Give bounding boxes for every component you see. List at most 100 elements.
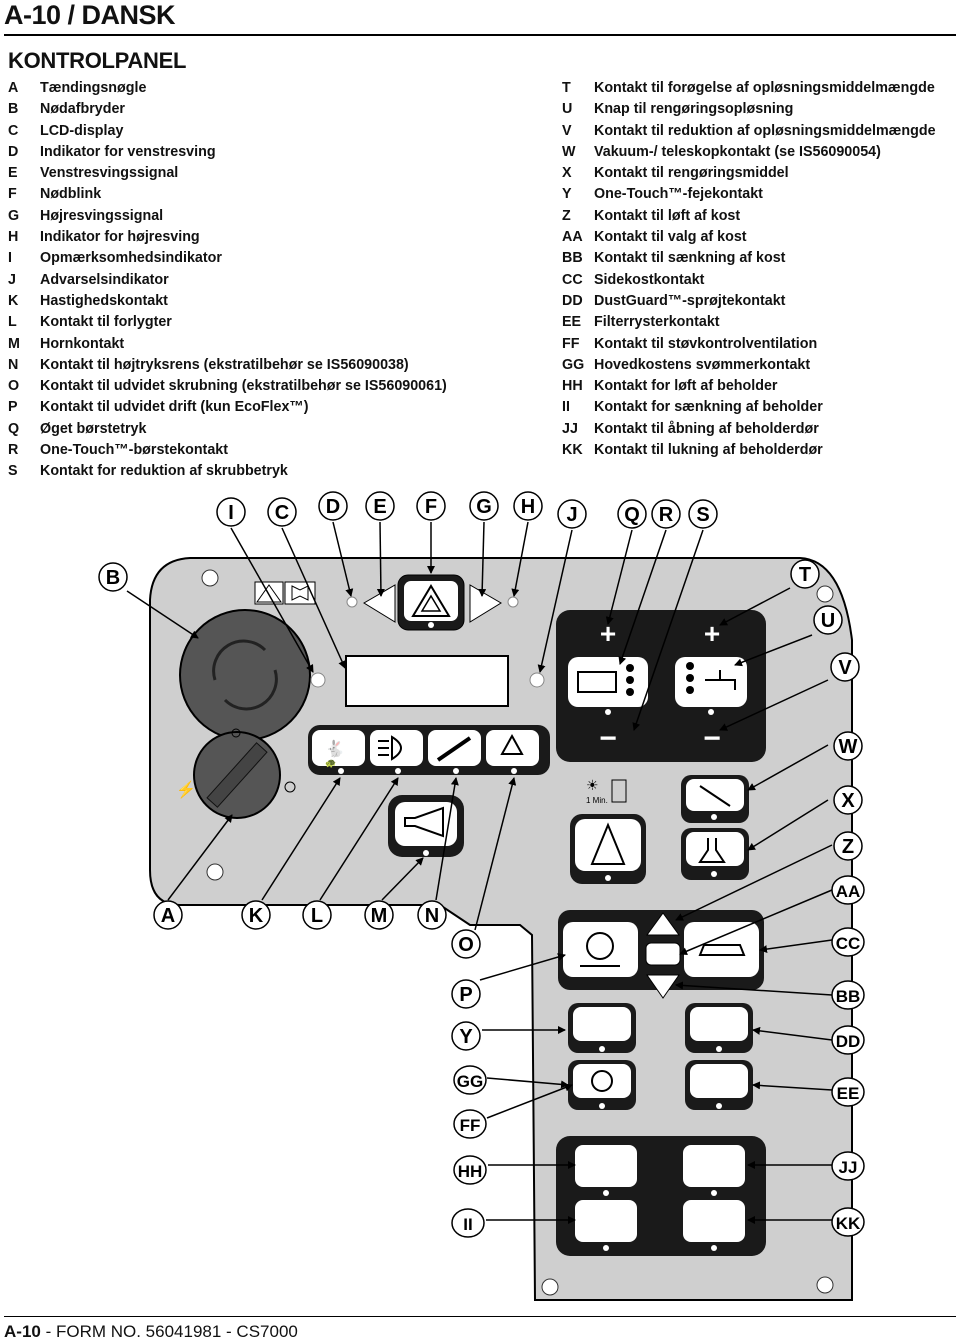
legend-item: O Kontakt til udvidet skrubning (ekstrati… [8, 376, 447, 397]
callout-circle [831, 875, 865, 905]
warning-indicator-light [529, 672, 545, 688]
legend-code: EE [562, 314, 582, 331]
legend-description: One-Touch™-børstekontakt [40, 442, 228, 459]
legend-description: Indikator for højresving [40, 229, 200, 246]
legend-code: T [562, 80, 571, 96]
screw-hole [206, 863, 224, 881]
legend-description: Sidekostkontakt [594, 271, 705, 288]
callout-label-a: A [161, 905, 175, 927]
svg-text:1 Min.: 1 Min. [586, 796, 608, 805]
increase-scrub-pressure-button: + [600, 618, 616, 649]
legend-description: Kontakt til åbning af beholderdør [594, 420, 819, 437]
pressure-washer-switch [428, 730, 481, 766]
legend-code: S [8, 463, 18, 480]
legend-description: Kontakt for løft af beholder [594, 378, 778, 395]
legend-description: Kontakt for sænkning af beholder [594, 399, 823, 416]
callout-label-k: K [249, 905, 264, 927]
legend-description: Venstresvingssignal [40, 165, 179, 182]
screw-hole [816, 1276, 834, 1294]
control-panel-diagram: ⚡ 🐇 🐢 [98, 491, 865, 1301]
callout-label-g: G [476, 496, 492, 518]
side-broom-switch [684, 922, 759, 977]
legend-code: R [8, 442, 19, 459]
broom-select-button [645, 942, 681, 966]
callout-circle [451, 979, 481, 1009]
dustguard-spray-switch [685, 1003, 753, 1053]
switch-dot [453, 768, 459, 774]
legend-code: I [8, 250, 12, 267]
legend-code: Z [562, 207, 571, 224]
footer-rule [4, 1316, 956, 1317]
callout-circle [617, 499, 647, 529]
callout-circle [241, 900, 271, 930]
extended-scrub-switch [486, 730, 539, 766]
callout-circle [153, 900, 183, 930]
callout-label-aa: AA [836, 882, 861, 901]
callout-circle [831, 1151, 865, 1181]
callout-label-t: T [799, 564, 811, 586]
callout-circle [98, 562, 128, 592]
decrease-scrub-pressure-button: − [599, 722, 617, 755]
legend-description: Kontakt til sænkning af kost [594, 250, 786, 267]
legend-description: Kontakt til udvidet skrubning (ekstratil… [40, 378, 447, 395]
legend-code: AA [562, 229, 583, 246]
header-rule [4, 34, 956, 36]
callout-circle [453, 1155, 487, 1185]
legend-code: II [562, 399, 570, 416]
leader-lines [126, 521, 833, 1224]
legend-code: O [8, 378, 20, 395]
callout-label-e: E [373, 496, 386, 518]
legend-description: LCD-display [40, 122, 124, 139]
callout-label-cc: CC [836, 934, 861, 953]
callout-circle [831, 980, 865, 1010]
legend-description: Kontakt til udvidet drift (kun EcoFlex™) [40, 399, 309, 416]
legend-code: KK [562, 442, 583, 459]
callout-circle [451, 1208, 485, 1238]
callout-label-d: D [326, 496, 340, 518]
legend-description: Kontakt til forlygter [40, 314, 172, 331]
legend-description: Kontakt til højtryksrens (ekstratilbehør… [40, 356, 409, 373]
legend-code: V [562, 122, 572, 139]
switch-dot [338, 768, 344, 774]
hazard-button [397, 574, 465, 631]
callout-label-ee: EE [837, 1084, 860, 1103]
callout-circle [453, 1065, 487, 1095]
legend-description: Øget børstetryk [40, 420, 147, 437]
warning-label-icon [254, 581, 316, 605]
callout-label-l: L [311, 905, 323, 927]
callout-circle [469, 491, 499, 521]
vacuum-switch [681, 775, 749, 823]
screw-hole [541, 1278, 559, 1296]
callout-circle [831, 1207, 865, 1237]
callout-circle [267, 497, 297, 527]
callout-circle [831, 1077, 865, 1107]
legend-description: Vakuum-/ teleskopkontakt (se IS56090054) [594, 143, 881, 160]
legend-code: FF [562, 335, 580, 352]
decrease-solution-button: − [703, 722, 721, 755]
callout-circle [833, 831, 863, 861]
page-title: A-10 / DANSK [4, 0, 176, 30]
callout-label-x: X [841, 790, 855, 812]
legend-code: P [8, 399, 18, 416]
left-turn-indicator-light [346, 596, 358, 608]
callout-circle [365, 491, 395, 521]
svg-text:⚡: ⚡ [176, 780, 196, 799]
legend-description: Tændingsnøgle [40, 80, 147, 96]
legend-code: B [8, 101, 19, 118]
filter-shaker-switch [685, 1060, 753, 1110]
callout-label-n: N [425, 905, 439, 927]
